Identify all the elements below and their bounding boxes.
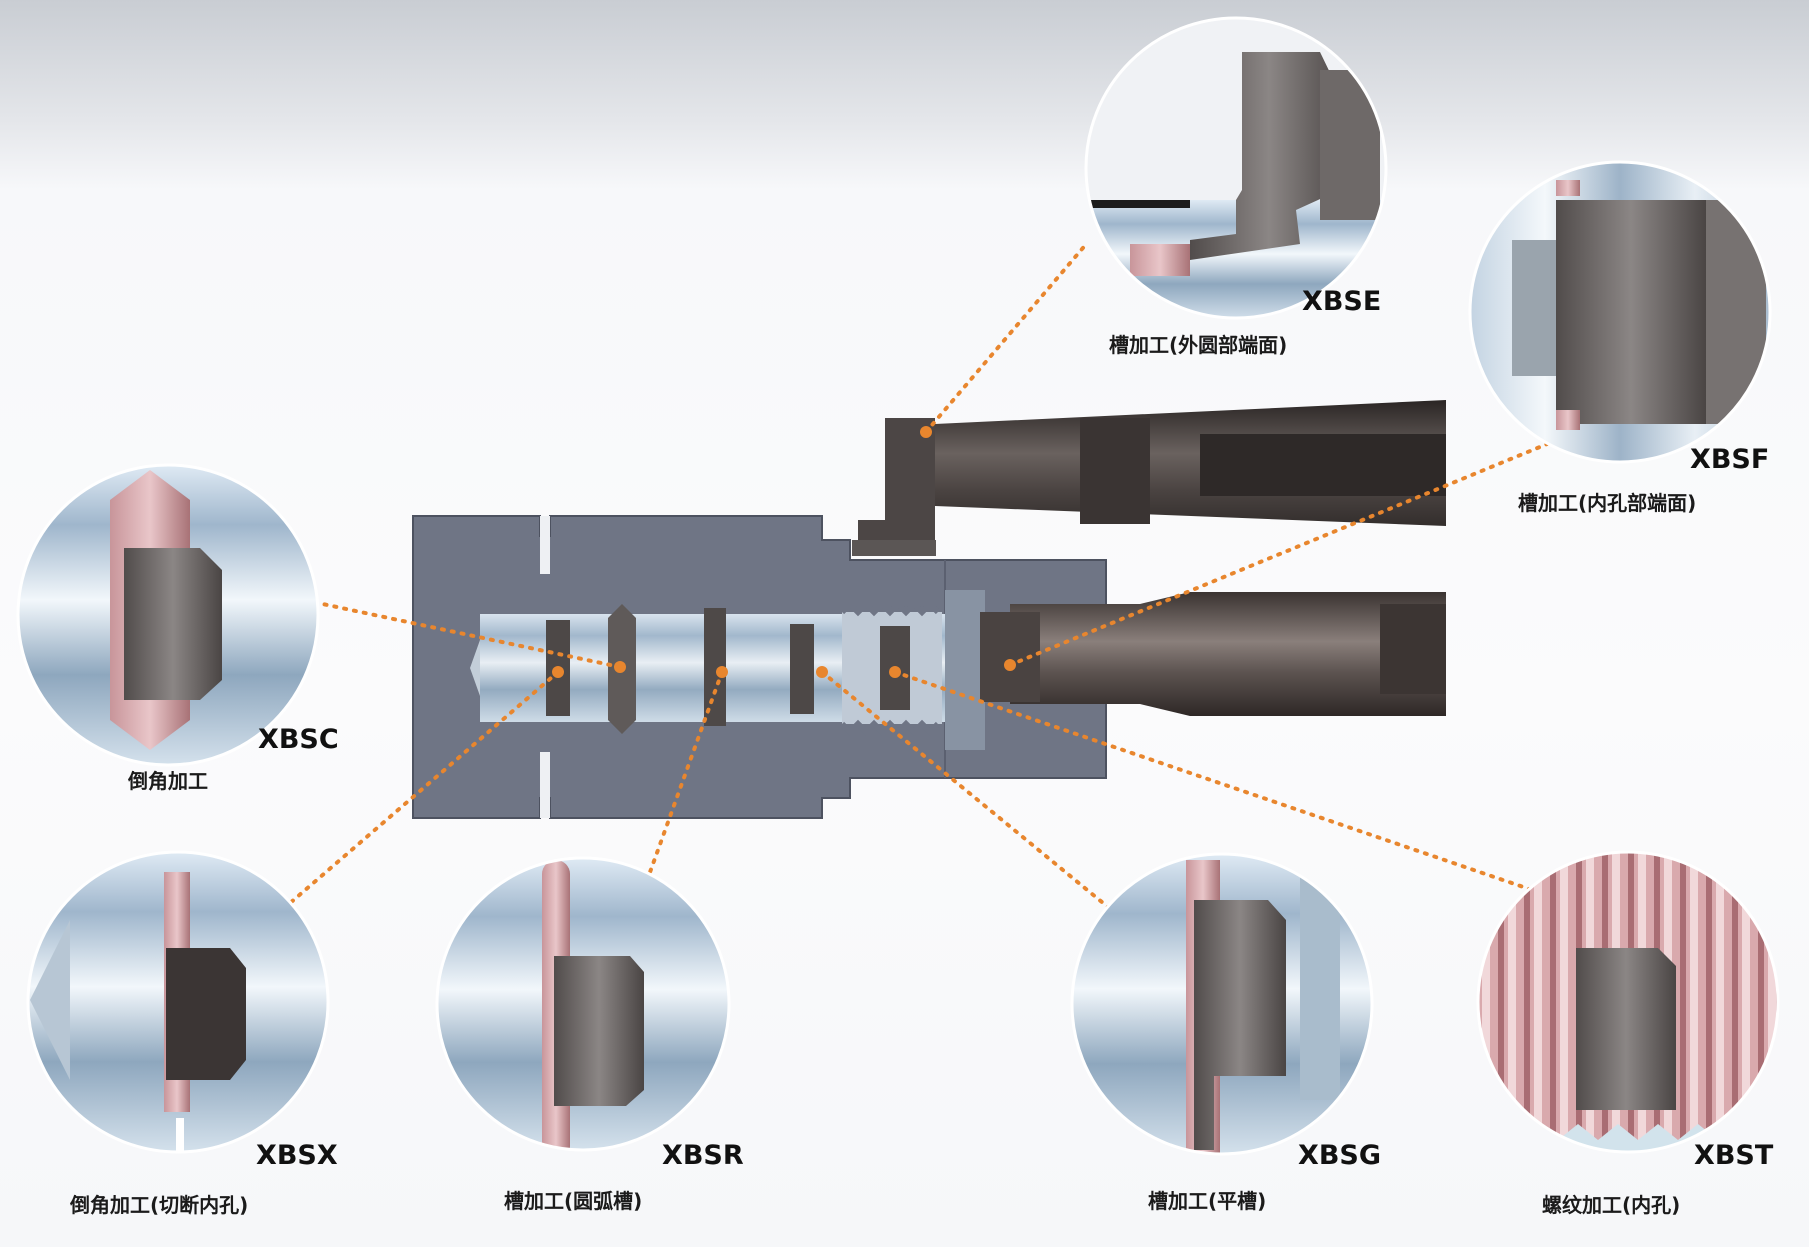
code-xbsr: XBSR bbox=[662, 1140, 744, 1171]
leader-xbsc bbox=[316, 601, 622, 669]
caption-xbsx: 倒角加工(切断内孔) bbox=[69, 1193, 248, 1217]
caption-xbsf: 槽加工(内孔部端面) bbox=[1518, 491, 1696, 515]
detail-xbsr bbox=[435, 856, 731, 1152]
leader-xbst bbox=[893, 670, 1540, 894]
code-xbse: XBSE bbox=[1302, 286, 1381, 317]
code-xbsg: XBSG bbox=[1298, 1140, 1381, 1171]
detail-xbst bbox=[1476, 850, 1780, 1154]
detail-xbsg bbox=[1070, 852, 1374, 1156]
code-xbsf: XBSF bbox=[1690, 444, 1769, 475]
boring-bar-bottom bbox=[980, 592, 1446, 716]
leader-dots bbox=[552, 426, 1016, 678]
leader-lines bbox=[280, 240, 1554, 914]
caption-xbst: 螺纹加工(内孔) bbox=[1542, 1193, 1680, 1217]
leader-xbsr bbox=[638, 670, 724, 902]
code-xbst: XBST bbox=[1694, 1140, 1774, 1171]
code-xbsx: XBSX bbox=[256, 1140, 338, 1171]
caption-xbsg: 槽加工(平槽) bbox=[1148, 1189, 1266, 1213]
boring-bar-top bbox=[852, 400, 1446, 556]
caption-xbse: 槽加工(外圆部端面) bbox=[1109, 333, 1287, 357]
caption-xbsr: 槽加工(圆弧槽) bbox=[504, 1189, 642, 1213]
leader-xbse bbox=[924, 240, 1090, 434]
detail-xbsx bbox=[26, 850, 330, 1154]
caption-xbsc: 倒角加工 bbox=[127, 769, 208, 793]
leader-xbsf bbox=[1008, 440, 1554, 667]
inserts-in-bore bbox=[546, 604, 910, 734]
code-xbsc: XBSC bbox=[258, 724, 339, 755]
detail-xbsc bbox=[16, 463, 320, 767]
detail-xbse bbox=[1084, 16, 1388, 320]
leader-xbsx bbox=[280, 670, 560, 912]
leader-xbsg bbox=[820, 670, 1116, 914]
detail-xbsf bbox=[1468, 160, 1772, 464]
